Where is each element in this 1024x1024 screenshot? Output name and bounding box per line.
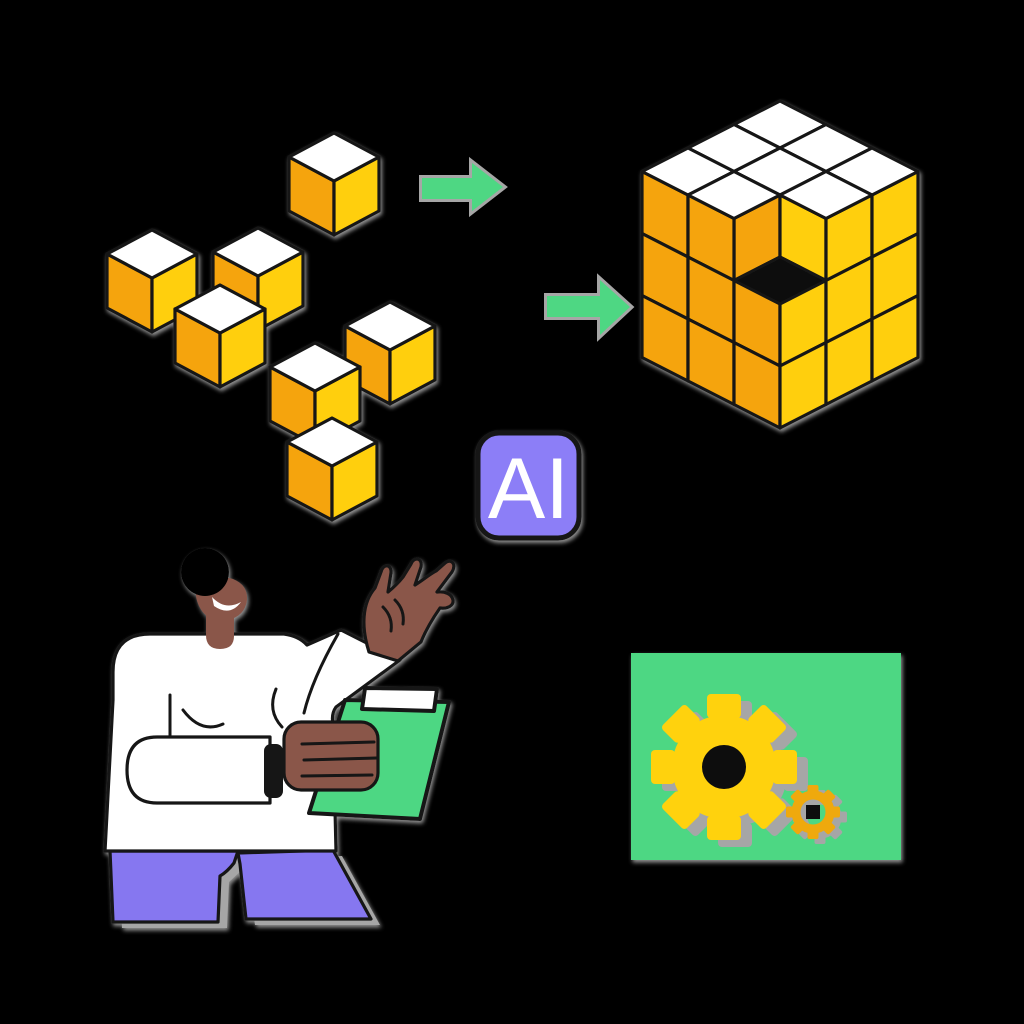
small-cube-icon — [173, 283, 267, 389]
pants — [108, 848, 373, 924]
cube-top-face — [640, 99, 920, 221]
gear-large-icon — [651, 694, 808, 847]
cube-right-face — [778, 169, 920, 430]
scattered-cubes — [105, 131, 437, 522]
raised-hand — [362, 557, 456, 663]
ai-badge-label: AI — [488, 441, 569, 537]
person — [103, 548, 456, 928]
right-arrow-icon — [544, 273, 635, 342]
small-cube-icon — [285, 416, 379, 522]
ai-badge: AI — [475, 430, 582, 541]
ai-badge-box — [475, 430, 582, 541]
shirt-seam-lines — [168, 632, 340, 740]
hair — [181, 548, 229, 596]
gripping-hand — [282, 720, 380, 792]
right-arrow-icon — [419, 156, 508, 218]
forearm — [125, 735, 272, 805]
cuff — [264, 744, 283, 798]
clipboard-clip — [360, 686, 439, 713]
assembled-cube — [640, 99, 920, 430]
browser-window — [631, 653, 901, 860]
flow-arrows — [419, 156, 635, 342]
gear-small-icon — [786, 785, 847, 844]
small-cube-icon — [287, 131, 381, 237]
smile — [212, 597, 241, 611]
